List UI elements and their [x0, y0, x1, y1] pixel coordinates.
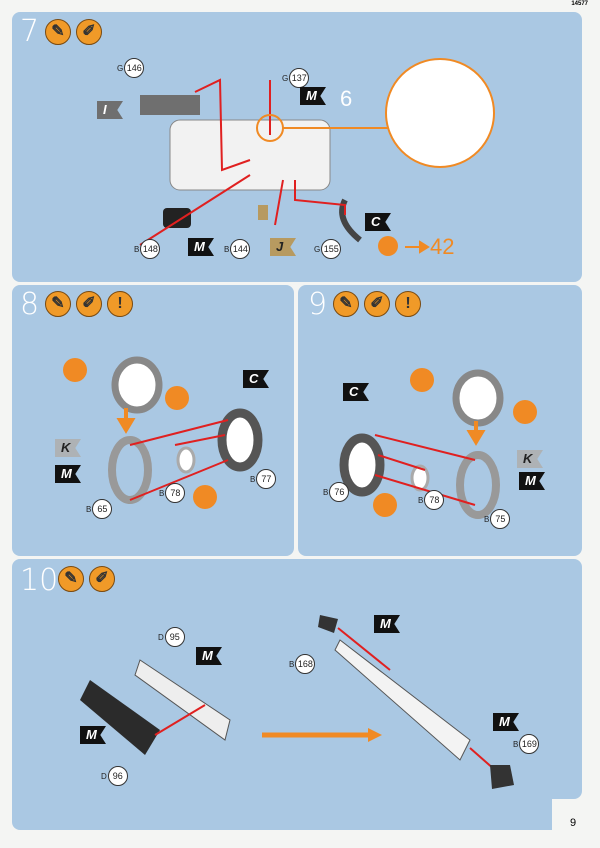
paint-icon: ✐: [76, 19, 102, 45]
paint-icon: ✐: [89, 566, 115, 592]
color-flag: C: [343, 383, 369, 401]
page-number: 9: [570, 817, 577, 829]
color-flag: K: [55, 439, 81, 457]
step-reference: 42: [430, 234, 455, 259]
color-flag: M: [519, 472, 545, 490]
color-flag: C: [365, 213, 391, 231]
step-10-panel-lower: [12, 790, 552, 830]
step-number: 7: [20, 14, 40, 49]
color-flag: M: [493, 713, 519, 731]
glue-icon: ✎: [58, 566, 84, 592]
step-number: 9: [308, 287, 328, 322]
color-flag: J: [270, 238, 296, 256]
color-flag: M: [374, 615, 400, 633]
color-flag: C: [243, 370, 269, 388]
color-flag: M: [80, 726, 106, 744]
step-number: 8: [20, 287, 40, 322]
color-flag: M: [55, 465, 81, 483]
paint-icon: ✐: [76, 291, 102, 317]
color-flag: M: [196, 647, 222, 665]
attention-icon: !: [107, 291, 133, 317]
kit-number: 14577: [571, 1, 588, 7]
color-flag: M: [188, 238, 214, 256]
color-flag: M: [300, 87, 326, 105]
step-9-panel: [298, 285, 582, 556]
color-flag: I: [97, 101, 123, 119]
attention-icon: !: [395, 291, 421, 317]
glue-icon: ✎: [45, 291, 71, 317]
subassembly-label: 6: [340, 86, 353, 111]
color-flag: K: [517, 450, 543, 468]
step-number: 10: [20, 563, 59, 598]
step-10-panel: [12, 559, 582, 799]
glue-icon: ✎: [333, 291, 359, 317]
glue-icon: ✎: [45, 19, 71, 45]
paint-icon: ✐: [364, 291, 390, 317]
